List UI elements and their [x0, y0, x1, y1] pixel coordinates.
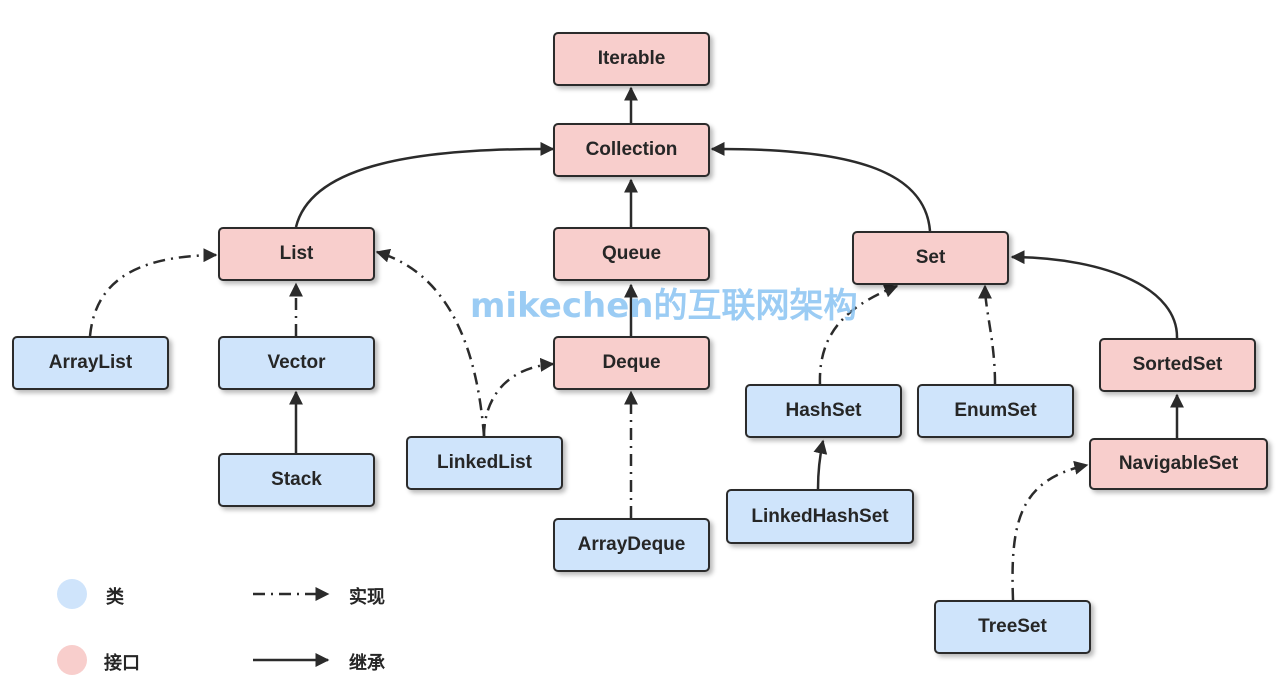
legend-class-swatch [57, 579, 87, 609]
node-label: TreeSet [978, 616, 1047, 637]
node-set: Set [852, 231, 1009, 285]
node-label: List [279, 243, 314, 264]
node-vector: Vector [218, 336, 375, 390]
node-linkedlist: LinkedList [406, 436, 563, 490]
node-treeset: TreeSet [934, 600, 1091, 654]
node-label: LinkedList [436, 452, 532, 473]
node-label: Stack [271, 469, 322, 490]
legend-class-label: 类 [106, 587, 124, 608]
node-navigableset: NavigableSet [1089, 438, 1268, 490]
legend-inherit-label: 继承 [349, 653, 385, 674]
legend-interface-swatch [57, 645, 87, 675]
node-label: Iterable [597, 48, 666, 69]
node-linkedhashset: LinkedHashSet [726, 489, 914, 544]
node-label: NavigableSet [1118, 453, 1239, 474]
node-label: ArrayList [48, 352, 133, 373]
edge-list-collection [294, 141, 555, 228]
node-deque: Deque [553, 336, 710, 390]
node-enumset: EnumSet [917, 384, 1074, 438]
node-label: SortedSet [1132, 354, 1223, 375]
node-label: HashSet [785, 400, 862, 421]
node-sortedset: SortedSet [1099, 338, 1256, 392]
node-label: Deque [602, 352, 661, 373]
edge-arraylist-list [88, 248, 218, 337]
edge-hashset-set [818, 284, 899, 386]
node-queue: Queue [553, 227, 710, 281]
node-hashset: HashSet [745, 384, 902, 438]
node-stack: Stack [218, 453, 375, 507]
node-label: Vector [267, 352, 326, 373]
node-label: LinkedHashSet [751, 505, 889, 527]
edge-enumset-set [978, 284, 997, 385]
node-list: List [218, 227, 375, 281]
legend-interface-label: 接口 [104, 653, 140, 674]
node-arraylist: ArrayList [12, 336, 169, 390]
node-label: Collection [585, 139, 678, 160]
node-label: EnumSet [954, 400, 1037, 421]
node-collection: Collection [553, 123, 710, 177]
edge-linkedlist-deque [482, 357, 555, 437]
node-label: Queue [601, 243, 662, 264]
edge-linkedhashset-hashset [813, 439, 828, 490]
edge-treeset-navigableset [1011, 460, 1089, 601]
legend-implement-label: 实现 [349, 587, 385, 608]
edge-set-collection [710, 141, 932, 232]
node-label: Set [915, 247, 946, 268]
edge-linkedlist-list [375, 248, 486, 437]
node-arraydeque: ArrayDeque [553, 518, 710, 572]
node-iterable: Iterable [553, 32, 710, 86]
node-label: ArrayDeque [577, 534, 686, 555]
edge-sortedset-set [1010, 250, 1179, 339]
